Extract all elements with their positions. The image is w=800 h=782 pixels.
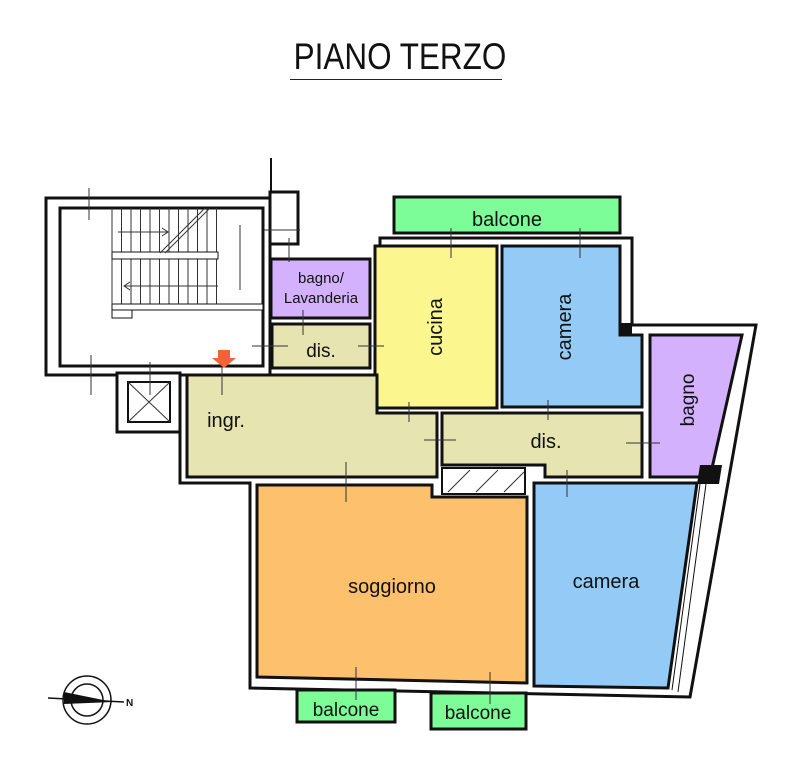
stairwell — [44, 158, 300, 377]
compass-icon: N — [47, 675, 133, 725]
label-cucina: cucina — [425, 297, 447, 356]
label-dis-small: dis. — [306, 341, 336, 362]
label-balcone-top: balcone — [472, 209, 542, 231]
pillar — [697, 465, 722, 484]
elevator — [115, 371, 182, 434]
entrance-arrow-icon — [212, 350, 236, 368]
label-ingr: ingr. — [207, 410, 245, 432]
room-camera-top — [500, 244, 644, 409]
label-balcone-bottom-right: balcone — [445, 703, 512, 724]
room-balcone-bottom-right — [429, 691, 528, 731]
plan-title: PIANO TERZO — [293, 36, 507, 77]
title-underline — [290, 79, 502, 80]
window-marks — [88, 188, 660, 704]
room-ingr — [185, 373, 439, 479]
room-camera-bottom — [532, 481, 699, 690]
label-bagno: bagno — [678, 374, 699, 427]
pillar — [620, 323, 632, 335]
label-camera-top: camera — [554, 293, 576, 361]
room-balcone-top — [392, 195, 622, 235]
label-balcone-bottom-left: balcone — [313, 700, 380, 721]
label-camera-bottom: camera — [573, 571, 641, 593]
label-bagno-lavanderia-2: Lavanderia — [284, 290, 359, 307]
label-bagno-lavanderia-1: bagno/ — [298, 270, 345, 287]
room-balcone-bottom-left — [295, 688, 397, 724]
room-cucina — [373, 244, 499, 410]
room-soggiorno — [255, 483, 529, 685]
room-dis-small — [270, 322, 372, 370]
compass-north-label: N — [126, 698, 133, 709]
room-bagno-lavanderia — [269, 257, 372, 320]
room-dis-middle — [440, 411, 644, 479]
label-dis-middle: dis. — [530, 431, 561, 453]
label-soggiorno: soggiorno — [348, 576, 436, 598]
stair-hatch — [441, 467, 526, 495]
